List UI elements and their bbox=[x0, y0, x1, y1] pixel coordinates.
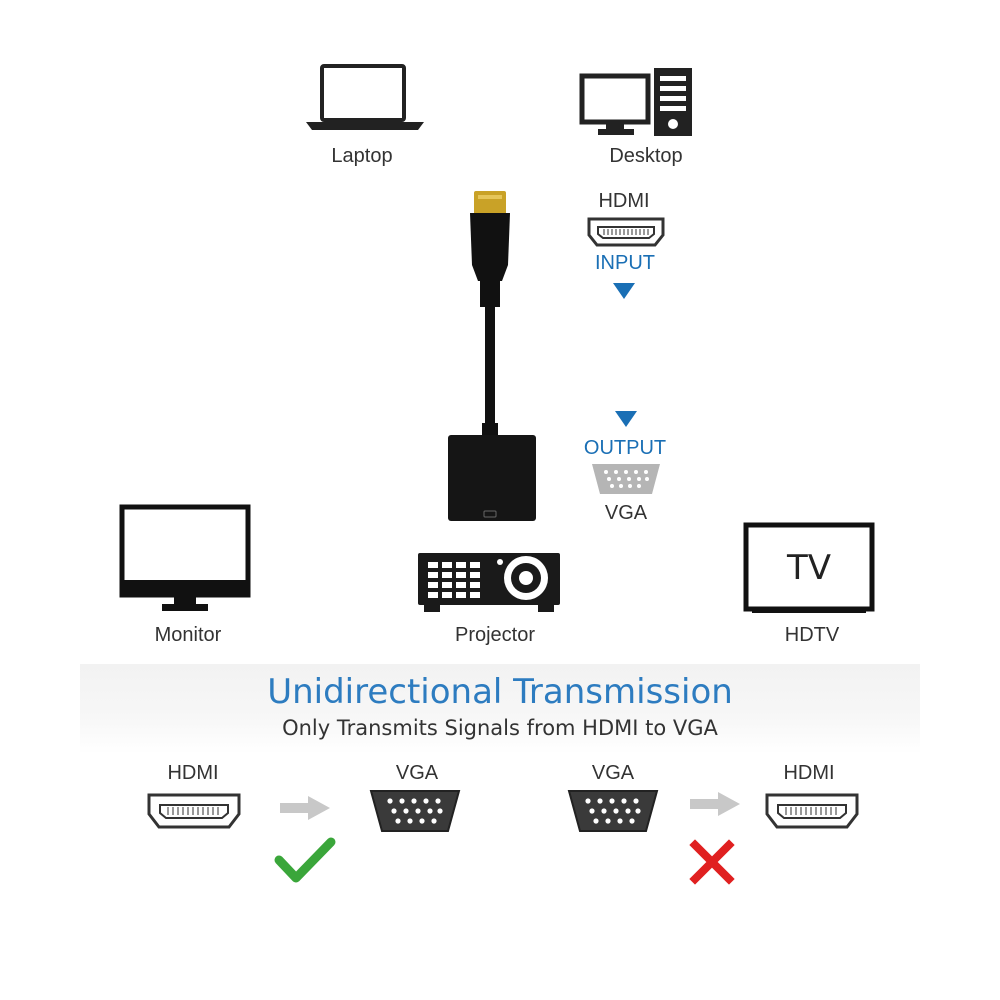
input-label: INPUT bbox=[595, 252, 655, 274]
output-port-label: VGA bbox=[604, 502, 648, 524]
transmission-title: Unidirectional Transmission bbox=[267, 672, 733, 712]
vga-port-icon bbox=[369, 790, 461, 832]
hdmi-port-icon bbox=[147, 793, 241, 829]
arrow-right-icon bbox=[280, 796, 330, 820]
projector-label: Projector bbox=[454, 624, 536, 646]
vga-port-icon bbox=[592, 464, 660, 494]
input-arrow-icon bbox=[613, 283, 635, 299]
input-port-label: HDMI bbox=[598, 190, 650, 212]
tv-icon bbox=[743, 522, 875, 613]
left-from-label: HDMI bbox=[167, 762, 219, 784]
right-to-label: HDMI bbox=[783, 762, 835, 784]
laptop-label: Laptop bbox=[331, 145, 393, 167]
monitor-label: Monitor bbox=[154, 624, 222, 646]
transmission-subtitle: Only Transmits Signals from HDMI to VGA bbox=[282, 716, 718, 740]
desktop-icon bbox=[579, 68, 692, 136]
left-to-label: VGA bbox=[395, 762, 439, 784]
laptop-icon bbox=[306, 64, 424, 130]
output-arrow-icon bbox=[615, 411, 637, 427]
tv-screen-text: TV bbox=[786, 548, 832, 588]
check-icon bbox=[274, 837, 336, 883]
hdtv-label: HDTV bbox=[784, 624, 840, 646]
desktop-label: Desktop bbox=[609, 145, 683, 167]
projector-icon bbox=[418, 553, 560, 612]
hdmi-port-icon bbox=[765, 793, 859, 829]
hdmi-port-icon bbox=[587, 217, 665, 247]
arrow-right-icon bbox=[690, 792, 740, 816]
hdmi-vga-adapter bbox=[448, 191, 536, 521]
monitor-icon bbox=[119, 504, 251, 611]
cross-icon bbox=[689, 839, 735, 885]
vga-port-icon bbox=[567, 790, 659, 832]
output-label: OUTPUT bbox=[583, 437, 667, 459]
transmission-banner bbox=[80, 664, 920, 754]
right-from-label: VGA bbox=[591, 762, 635, 784]
